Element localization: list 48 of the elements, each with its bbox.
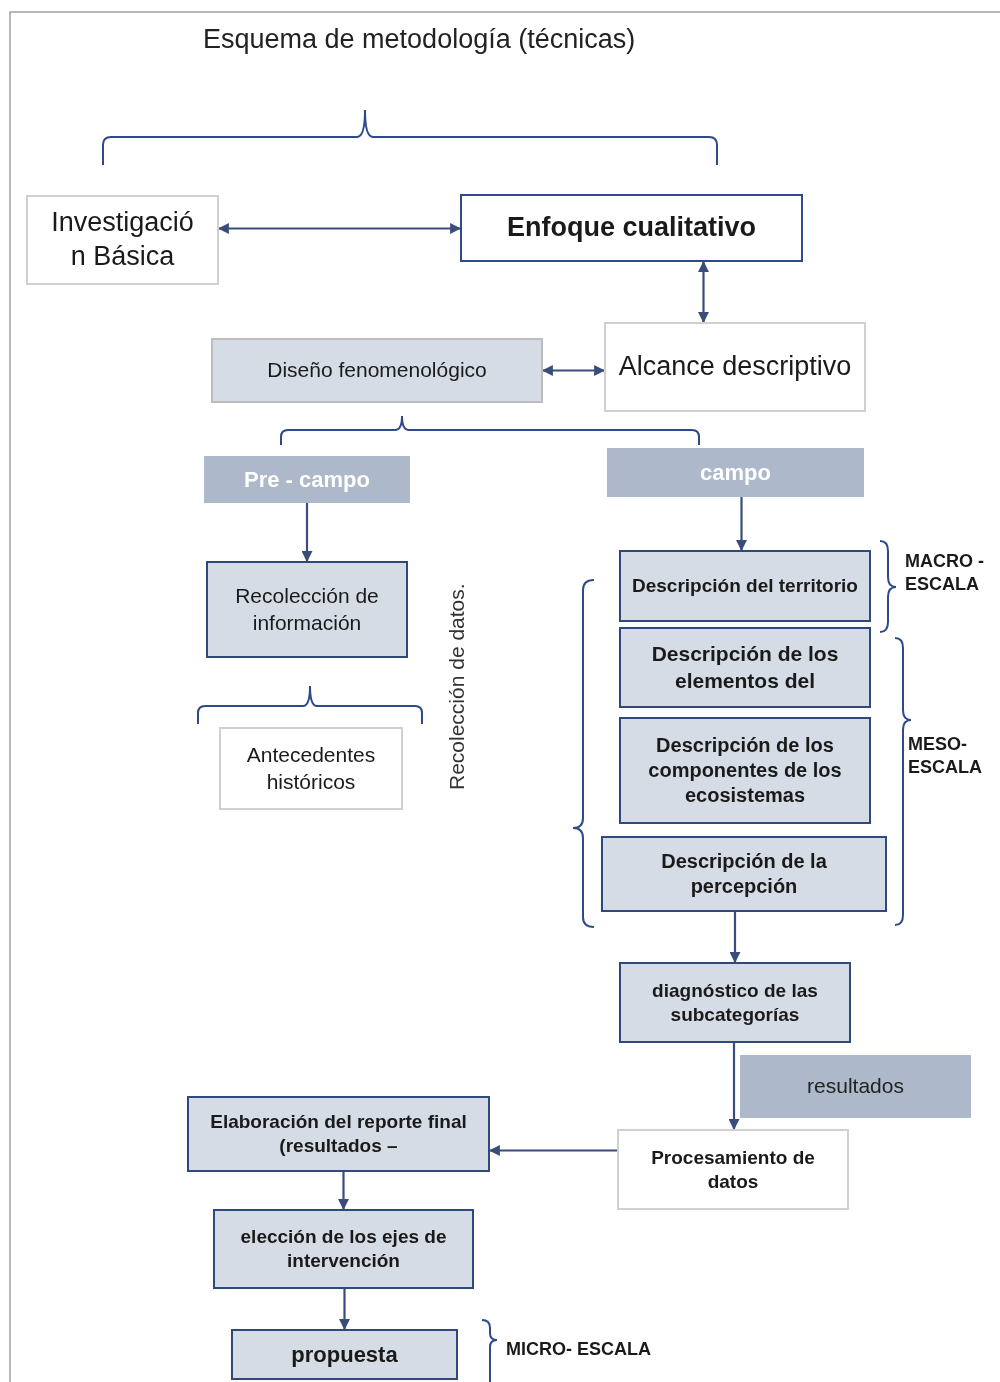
node-text: Alcance descriptivo <box>617 350 853 384</box>
process-box <box>619 717 871 824</box>
process-box <box>206 561 408 658</box>
node-text: Elaboración del reporte final (resultados – <box>209 1110 468 1158</box>
process-box <box>617 1129 849 1210</box>
node-text: resultados <box>806 1073 905 1100</box>
node-text: Descripción de la percepción <box>660 849 828 899</box>
arrow <box>338 1172 349 1211</box>
node-text: Pre - campo <box>243 465 371 494</box>
process-box <box>219 727 403 810</box>
node-text: Investigación Básica <box>50 206 195 273</box>
arrow <box>729 912 741 964</box>
arrow <box>736 497 747 552</box>
header-bar <box>740 1055 971 1118</box>
process-box <box>619 627 871 708</box>
node-text: Descripción de los elementos del <box>650 641 840 694</box>
process-box <box>211 338 543 403</box>
scale-label: MESO- ESCALA <box>908 733 983 778</box>
node-text: Descripción del territorio <box>631 574 859 598</box>
process-box <box>601 836 887 912</box>
header-bar <box>204 456 410 503</box>
scale-label: MACRO - ESCALA <box>905 550 985 595</box>
node-text: elección de los ejes de intervención <box>239 1225 448 1273</box>
node-text: Procesamiento de datos <box>650 1145 816 1194</box>
diagram-title: Esquema de metodología (técnicas) <box>203 24 636 55</box>
arrow <box>301 503 313 563</box>
scale-label: MICRO- ESCALA <box>506 1338 651 1361</box>
arrow <box>339 1289 350 1331</box>
vertical-label: Recolección de datos. <box>443 583 469 790</box>
process-box <box>187 1096 490 1172</box>
node-text: diagnóstico de las subcategorías <box>651 978 819 1027</box>
process-box <box>231 1329 458 1380</box>
header-bar <box>607 448 864 497</box>
node-text: Descripción de los componentes de los ecosistemas <box>647 733 843 808</box>
process-box <box>213 1209 474 1289</box>
process-box <box>619 962 851 1043</box>
process-box <box>460 194 803 262</box>
node-text: Antecedentes históricos <box>245 742 377 795</box>
node-text: Diseño fenomenológico <box>266 357 488 384</box>
node-text: campo <box>699 458 772 487</box>
node-text: Recolección de información <box>234 583 380 636</box>
node-text: propuesta <box>290 1340 399 1369</box>
process-box <box>619 550 871 622</box>
node-text: Enfoque cualitativo <box>506 211 757 245</box>
process-box <box>604 322 866 412</box>
double-arrow <box>698 260 709 324</box>
process-box <box>26 195 219 285</box>
arrow <box>728 1043 740 1131</box>
